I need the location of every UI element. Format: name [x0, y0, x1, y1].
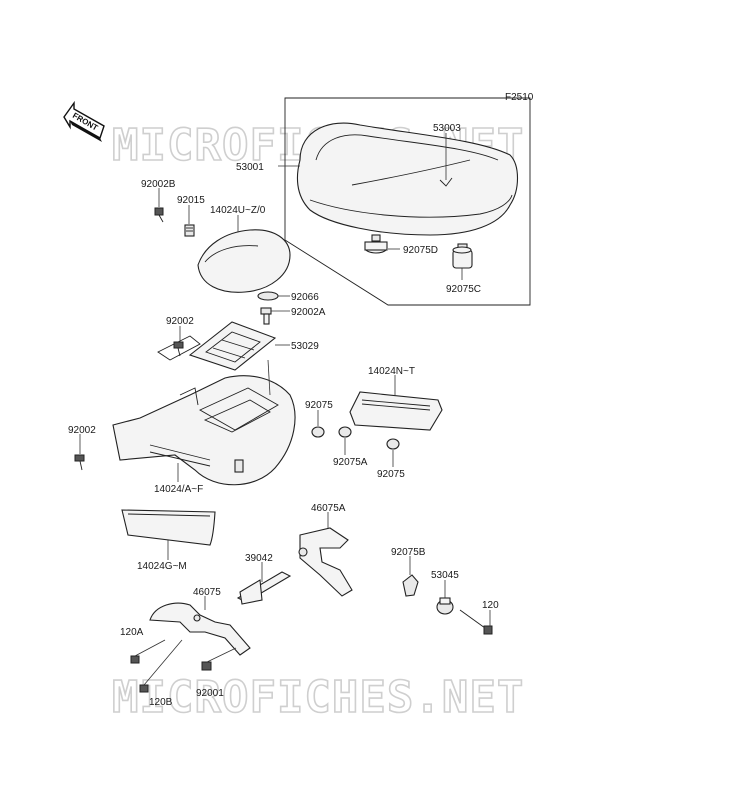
label-92075c: 92075C: [446, 284, 481, 295]
cover-14024n: [349, 391, 443, 431]
part-labels: 53003 53001 92002B 92015 14024U~Z/0 9207…: [68, 123, 499, 708]
label-92002-upper: 92002: [166, 316, 194, 327]
figure-code: F2510: [505, 92, 534, 103]
label-14024a: 14024/A~F: [154, 484, 203, 495]
label-39042: 39042: [245, 553, 273, 564]
label-92075-right: 92075: [377, 469, 405, 480]
label-120: 120: [482, 600, 499, 611]
label-46075: 46075: [193, 587, 221, 598]
bracket-53029: [188, 321, 277, 371]
bolt-92002-left: [74, 454, 85, 471]
label-92015: 92015: [177, 195, 205, 206]
watermark-bottom: MICROFICHES.NET: [112, 672, 524, 723]
screw-120b: [139, 639, 183, 693]
label-14024g: 14024G~M: [137, 561, 187, 572]
hinge-46075: [149, 602, 251, 656]
label-14024n: 14024N~T: [368, 366, 415, 377]
hinge-46075a: [298, 527, 353, 597]
leader-lines: [79, 133, 491, 626]
label-92002-left: 92002: [68, 425, 96, 436]
label-92001: 92001: [196, 688, 224, 699]
bracket-guide-line: [157, 335, 201, 361]
label-120b: 120B: [149, 697, 173, 708]
front-arrow-icon: FRONT: [63, 100, 105, 142]
label-120a: 120A: [120, 627, 144, 638]
screw-120a: [130, 639, 166, 664]
nut-92001: [201, 647, 237, 671]
bolt-92002a: [260, 307, 272, 325]
rear-cowl-14024: [112, 375, 296, 486]
damper-92075c: [452, 243, 473, 269]
damper-92075b: [402, 574, 419, 597]
screw-120: [459, 609, 493, 635]
label-14024u: 14024U~Z/0: [210, 205, 266, 216]
seat-assembly-box: [284, 97, 531, 306]
label-53001: 53001: [236, 162, 264, 173]
lens-14024g: [121, 509, 216, 546]
label-92075-left: 92075: [305, 400, 333, 411]
bolt-92002b: [154, 207, 164, 223]
grommet-92075-b: [386, 438, 400, 450]
label-92075a: 92075A: [333, 457, 368, 468]
seat-53001: [296, 122, 519, 236]
knob-53045: [436, 597, 454, 615]
clip-92015: [184, 224, 195, 237]
label-92002b: 92002B: [141, 179, 176, 190]
label-92066: 92066: [291, 292, 319, 303]
label-53045: 53045: [431, 570, 459, 581]
label-92002a: 92002A: [291, 307, 326, 318]
damper-92075d: [364, 234, 388, 254]
cap-92066: [257, 291, 279, 301]
seat-cowl-14024u: [197, 229, 291, 293]
label-46075a: 46075A: [311, 503, 346, 514]
bolt-92002-upper: [173, 341, 184, 357]
grommet-92075a: [338, 426, 352, 438]
label-53029: 53029: [291, 341, 319, 352]
grommet-92075-a: [311, 426, 325, 438]
label-92075b: 92075B: [391, 547, 426, 558]
label-92075d: 92075D: [403, 245, 438, 256]
label-53003: 53003: [433, 123, 461, 134]
rod-39042: [236, 571, 292, 605]
